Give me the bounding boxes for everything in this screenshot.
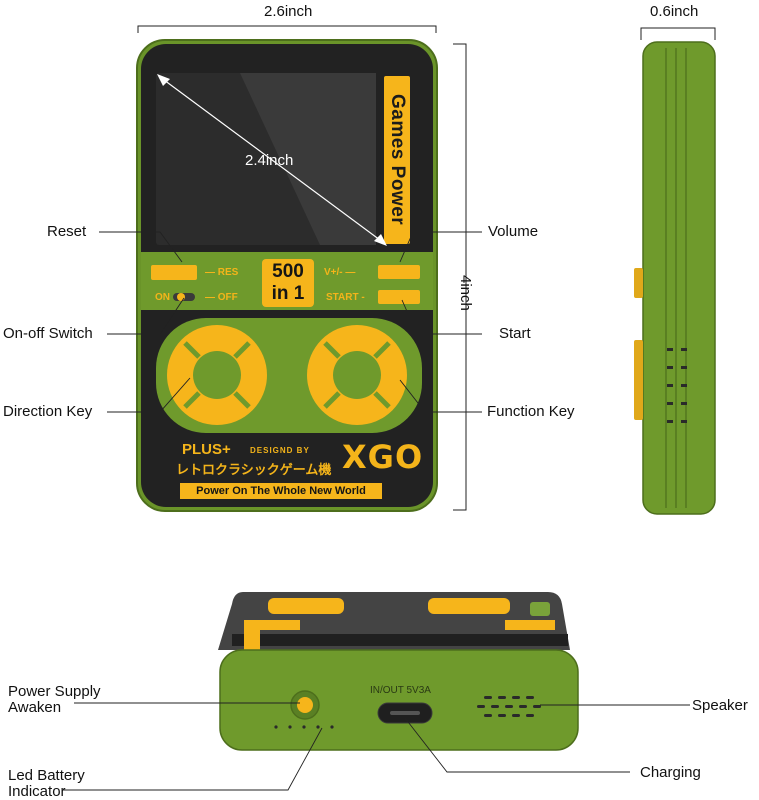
reset-button — [151, 265, 197, 280]
bottom-view — [218, 592, 579, 751]
500-in-1-badge: 500 in 1 — [262, 259, 314, 307]
width-dimension: 2.6inch — [264, 3, 313, 20]
games-power-text: Games Power — [387, 94, 408, 226]
res-label: — RES — [205, 267, 239, 278]
callout-power-supply-line2: Awaken — [8, 699, 62, 716]
volume-label: V+/- — — [324, 267, 356, 278]
side-view — [634, 41, 716, 515]
volume-button — [378, 265, 420, 279]
screen-diagonal-dimension: 2.4inch — [245, 152, 294, 169]
callout-led-line2: Indicator — [8, 783, 66, 800]
off-label: — OFF — [205, 292, 238, 303]
slogan-banner: Power On The Whole New World — [180, 483, 382, 499]
japanese-text: レトロクラシックゲーム機 — [176, 463, 332, 478]
bottom-edge — [219, 649, 579, 751]
callout-volume: Volume — [488, 223, 539, 240]
callout-charging: Charging — [640, 764, 701, 781]
height-dimension: 4inch — [457, 275, 474, 311]
callout-direction-key: Direction Key — [3, 403, 93, 420]
brand-logo: XGO — [342, 438, 424, 476]
start-label: START - — [326, 292, 365, 303]
led-dots — [274, 725, 334, 729]
callout-lines — [63, 231, 690, 791]
callout-on-off-switch: On-off Switch — [3, 325, 93, 342]
callout-power-supply-line1: Power Supply — [8, 683, 101, 700]
designed-by-text: DESIGND BY — [250, 446, 310, 455]
side-speaker-holes — [667, 348, 687, 423]
callout-function-key: Function Key — [487, 403, 575, 420]
diagonal-arrow — [159, 76, 385, 244]
callout-led-line1: Led Battery — [8, 767, 85, 784]
function-key — [307, 325, 407, 425]
badge-line-1: 500 — [272, 261, 304, 282]
screen-glare — [240, 73, 376, 245]
callout-reset: Reset — [47, 223, 87, 240]
depth-dimension: 0.6inch — [650, 3, 699, 20]
callout-start: Start — [499, 325, 531, 342]
games-power-strip — [384, 76, 410, 244]
callout-speaker: Speaker — [692, 697, 748, 714]
power-switch-knob — [177, 293, 185, 301]
plus-text: PLUS+ — [182, 441, 231, 458]
start-button — [378, 290, 420, 304]
port-label: IN/OUT 5V3A — [370, 685, 431, 696]
bottom-speaker-holes — [477, 696, 541, 717]
on-label: ON — [155, 292, 170, 303]
direction-key — [167, 325, 267, 425]
dimension-lines — [137, 25, 716, 511]
badge-line-2: in 1 — [271, 283, 305, 304]
